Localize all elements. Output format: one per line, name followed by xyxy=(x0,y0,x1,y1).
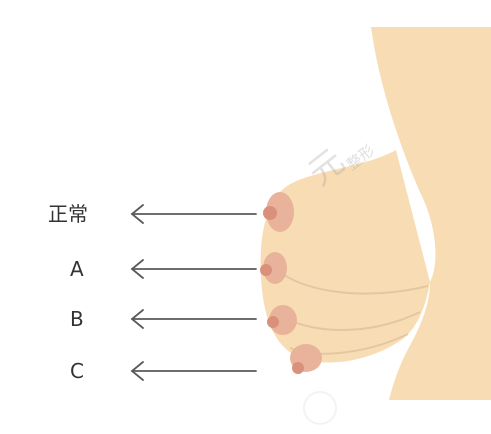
label-normal: 正常 xyxy=(48,202,88,226)
nipple-c xyxy=(290,344,322,374)
label-a: A xyxy=(70,257,84,281)
breast-outline-c xyxy=(260,150,430,363)
arrows xyxy=(130,204,257,381)
watermark-circle-bottom xyxy=(303,391,337,425)
nipple-tip-normal xyxy=(263,206,277,220)
label-c: C xyxy=(70,359,84,383)
nipple-tip-a xyxy=(260,264,272,276)
arrow-c xyxy=(130,361,257,381)
arrow-b xyxy=(130,309,257,329)
arrow-normal xyxy=(130,204,257,224)
areola-a xyxy=(263,252,287,284)
nipple-a xyxy=(260,252,287,284)
nipple-tip-c xyxy=(292,362,304,374)
torso-shape xyxy=(371,27,491,400)
arrow-a xyxy=(130,259,257,279)
label-b: B xyxy=(70,307,84,331)
nipple-tip-b xyxy=(267,316,279,328)
areola-b xyxy=(269,305,297,335)
nipple-normal xyxy=(263,192,294,232)
nipple-b xyxy=(267,305,297,335)
areola-normal xyxy=(266,192,294,232)
